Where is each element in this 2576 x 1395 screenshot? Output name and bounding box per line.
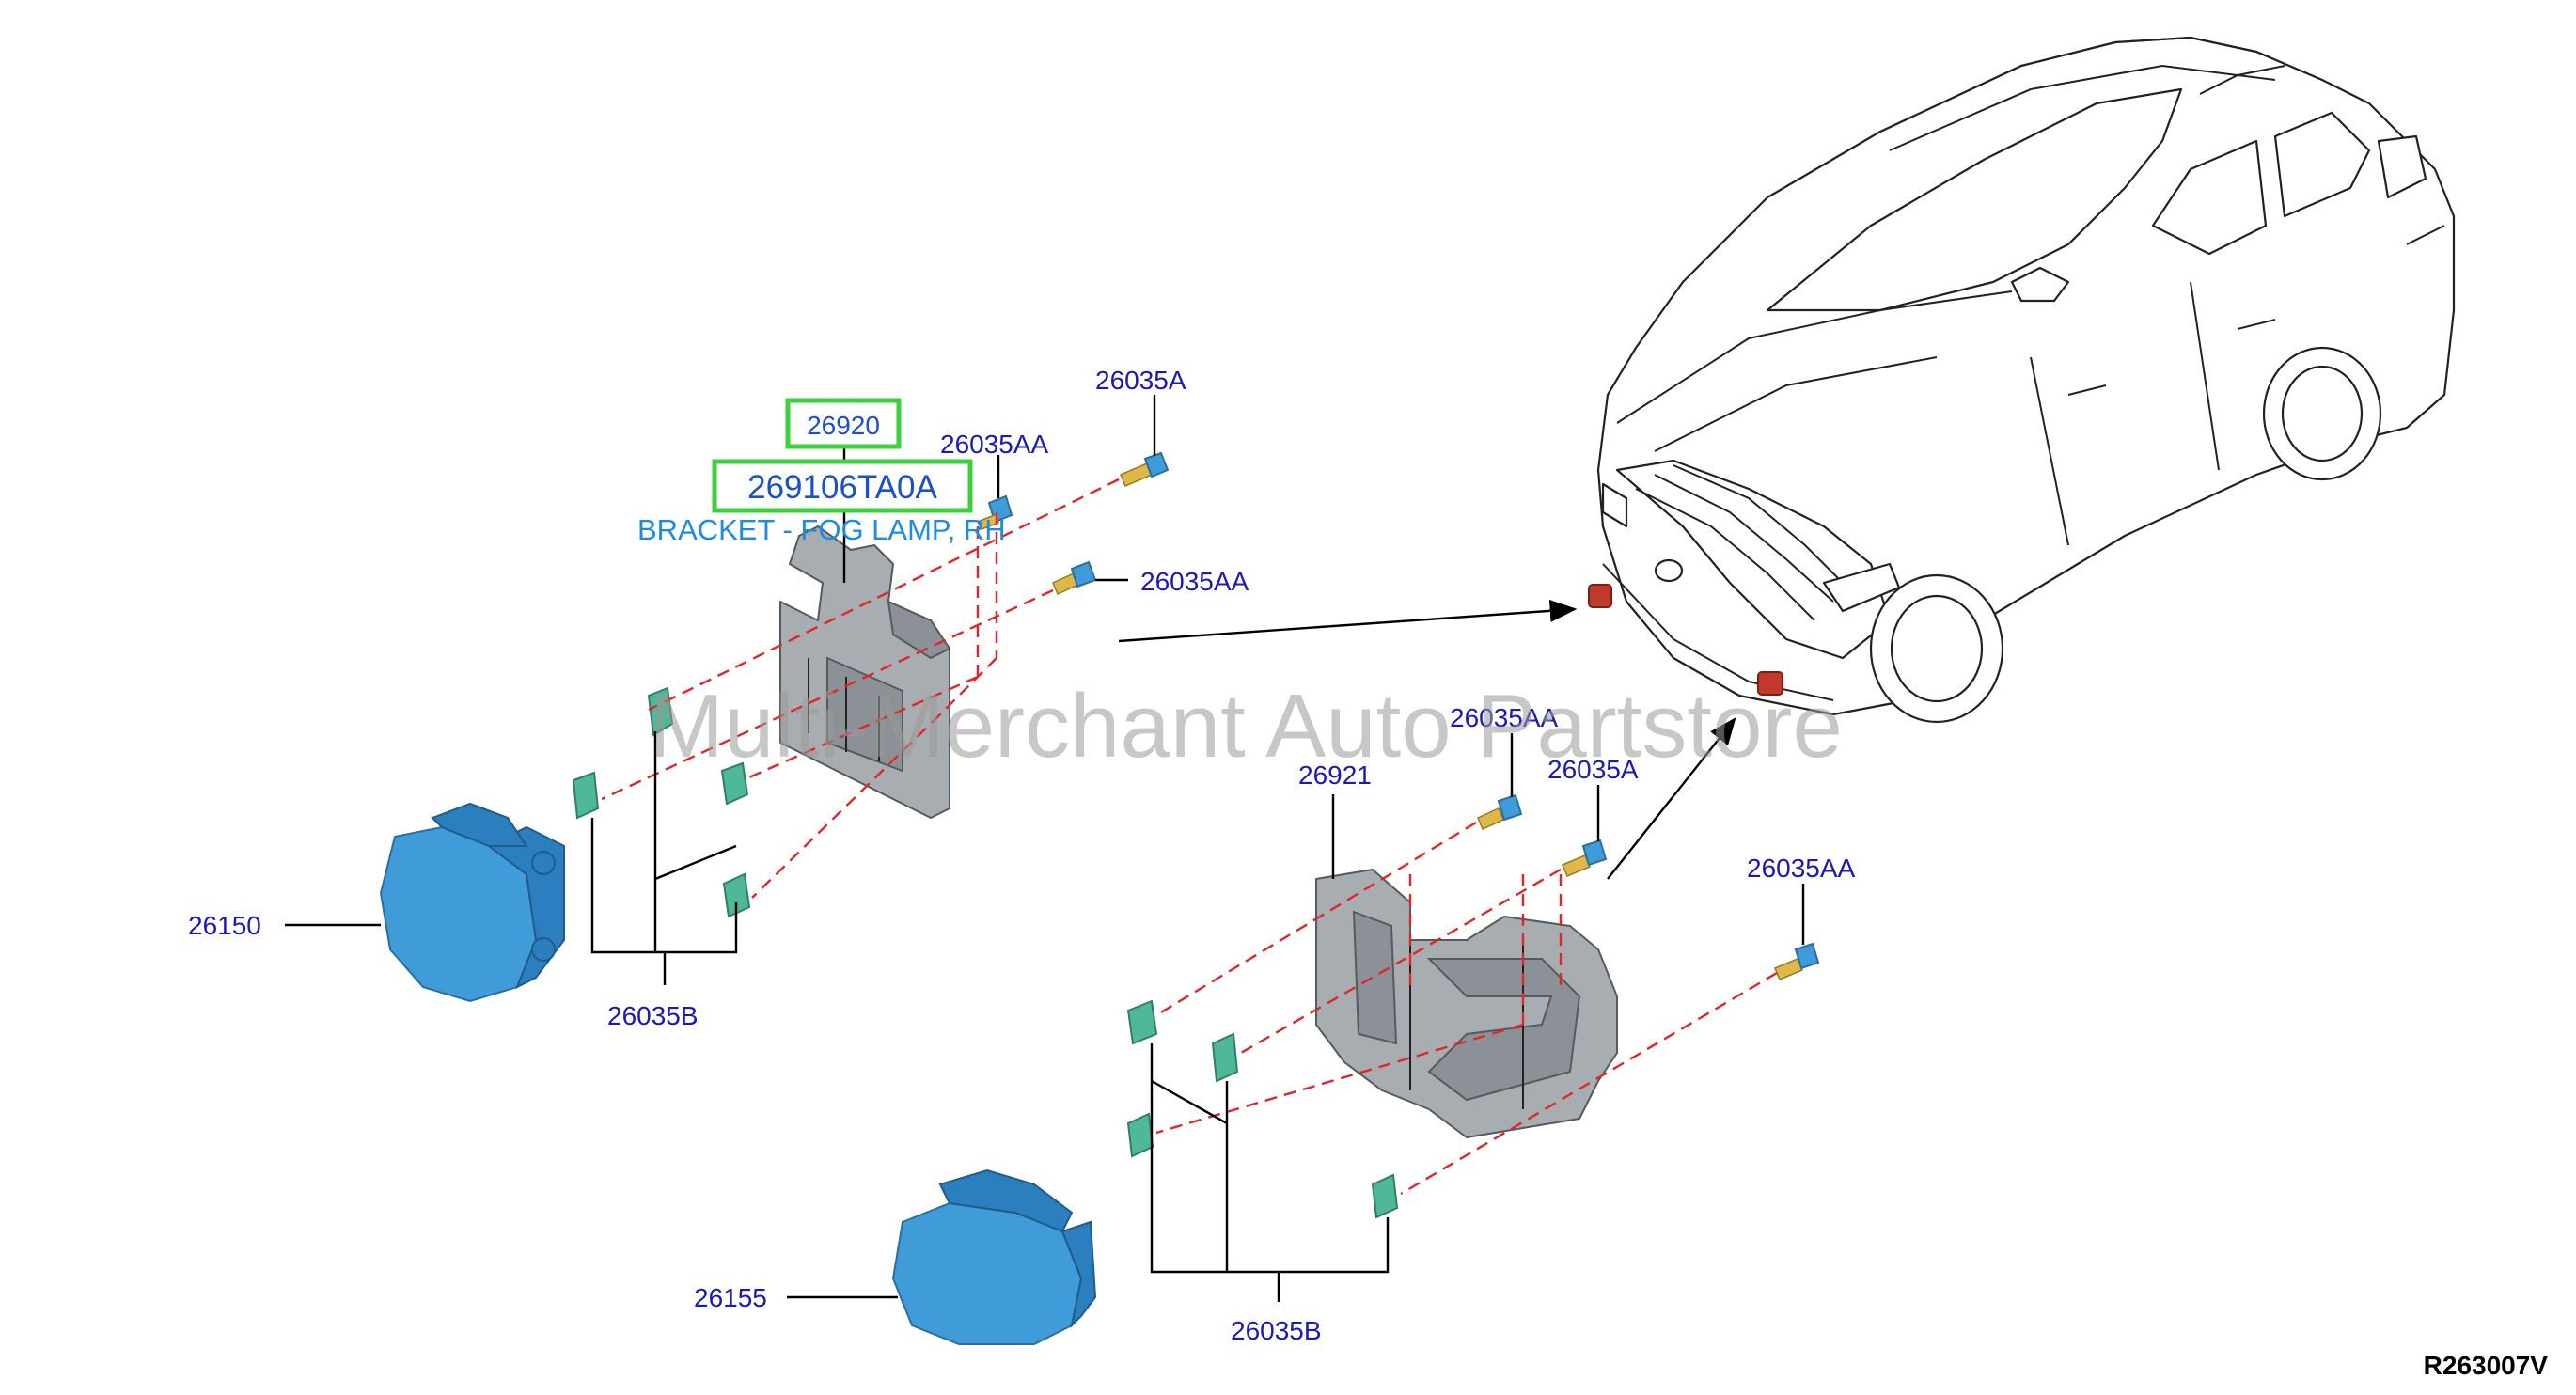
callout-26155[interactable]: 26155	[694, 1283, 767, 1312]
figure-reference: R263007V	[2424, 1351, 2549, 1380]
clip-upper-4	[722, 872, 751, 918]
callout-26920[interactable]: 26920	[807, 411, 880, 440]
fog-lamp-26155	[891, 1168, 1097, 1345]
bolt-26035aa-upper-a	[976, 494, 1013, 530]
bolt-26035aa-lower-a	[1477, 793, 1523, 831]
arrow-to-left-fog-lamp	[1607, 717, 1736, 880]
callout-26035b-left[interactable]: 26035B	[607, 1001, 699, 1030]
callout-26035aa-2[interactable]: 26035AA	[1140, 567, 1249, 596]
clip-lower-2	[1211, 1032, 1239, 1083]
bolt-26035aa-lower-b	[1774, 942, 1820, 980]
callout-labels: 26035A 26035AA 26035AA 26150 26035B 2603…	[188, 366, 1856, 1345]
upper-assembly	[379, 451, 1170, 1003]
bolt-26035aa-upper-b	[1052, 560, 1097, 596]
alignment-lines-lower	[1155, 821, 1778, 1196]
fog-lamp-26150	[379, 802, 565, 1003]
highlight-part-number[interactable]: 269106TA0A	[747, 469, 937, 506]
callout-26035aa-1[interactable]: 26035AA	[940, 430, 1049, 459]
watermark: Multi-Merchant Auto Partstore	[649, 676, 1843, 776]
callout-26035a-mid[interactable]: 26035A	[1547, 755, 1639, 784]
arrow-to-right-fog-lamp	[1118, 599, 1578, 643]
callout-26150[interactable]: 26150	[188, 911, 261, 940]
highlight-description: BRACKET - FOG LAMP, RH	[637, 513, 1006, 546]
highlight-box-part-number	[712, 459, 973, 513]
callout-26035b-right[interactable]: 26035B	[1231, 1316, 1322, 1345]
bolt-26035a-upper	[1120, 451, 1170, 487]
clip-upper-2	[720, 761, 749, 806]
highlight-box-26920	[785, 398, 902, 449]
clip-lower-3	[1126, 1112, 1154, 1158]
highlighted-part[interactable]: 26920 269106TA0A BRACKET - FOG LAMP, RH	[637, 398, 1006, 546]
leader-lines	[285, 395, 1805, 1302]
clip-lower-1	[1126, 999, 1158, 1045]
callout-26035aa-4[interactable]: 26035AA	[1747, 854, 1856, 883]
bolt-26035a-lower	[1562, 839, 1608, 877]
clip-lower-4	[1371, 1173, 1399, 1219]
callout-26035a-top[interactable]: 26035A	[1095, 366, 1186, 395]
alignment-lines-upper	[601, 478, 1120, 899]
vehicle-illustration	[1588, 36, 2456, 724]
callout-26035aa-3[interactable]: 26035AA	[1450, 703, 1559, 732]
fog-lamp-bracket-lh	[1315, 869, 1618, 1138]
location-arrows	[1118, 599, 1736, 880]
lower-assembly	[891, 793, 1820, 1345]
callout-26921[interactable]: 26921	[1298, 760, 1372, 790]
clip-upper-3	[572, 771, 600, 820]
